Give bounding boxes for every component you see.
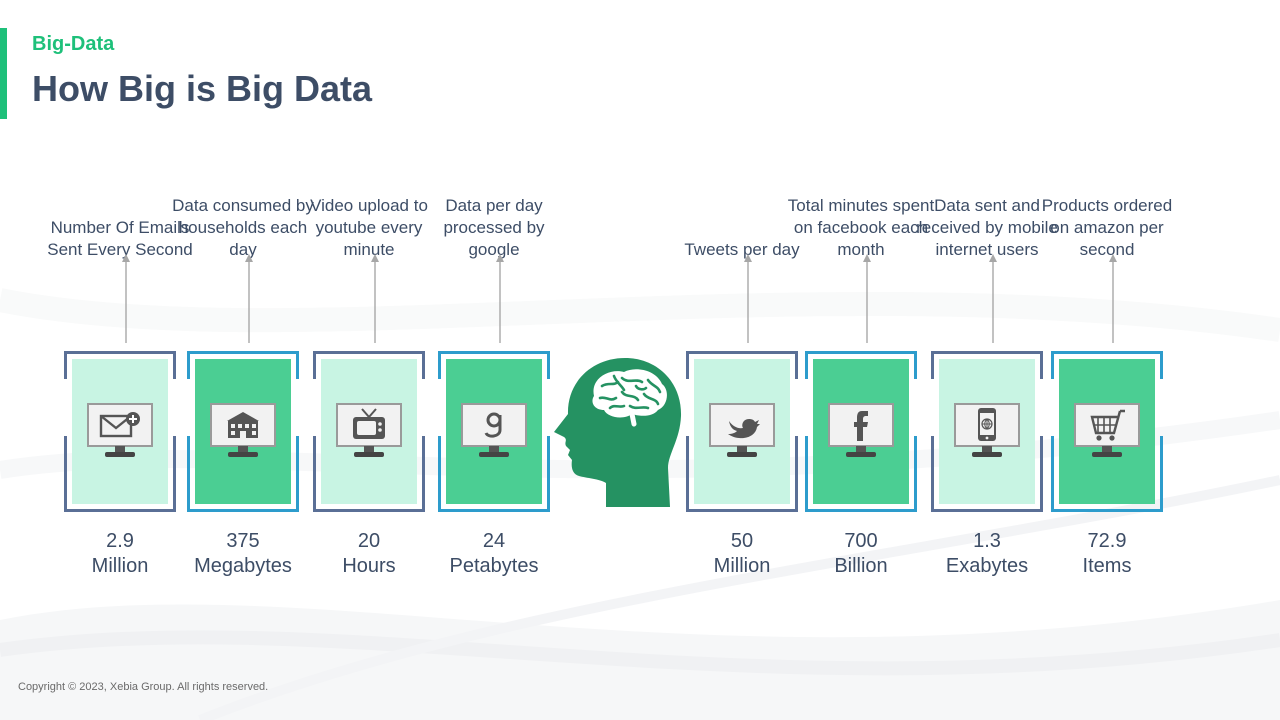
head-brain-icon (554, 358, 682, 507)
stat-number: 20 (357, 530, 381, 552)
stat-caption: Video upload to youtube every minute (310, 196, 428, 259)
stat-unit: Million (713, 555, 771, 577)
stat-value: 72.9 Items (1031, 529, 1183, 579)
stat-value: 2.9 Million (44, 529, 196, 579)
stat-number: 375 (226, 530, 260, 552)
stat-card-facebook: Total minutes spent on facebook each mon… (788, 196, 934, 577)
facebook-icon (828, 403, 894, 457)
house-icon (210, 403, 276, 457)
stat-card-google: Data per day processed by google 24 Peta… (438, 196, 550, 577)
stat-value: 50 Million (666, 529, 818, 579)
card-frame (438, 351, 550, 512)
stat-number: 1.3 (973, 530, 1001, 552)
stat-unit: Exabytes (945, 555, 1029, 577)
stat-value: 1.3 Exabytes (911, 529, 1063, 579)
stat-value: 24 Petabytes (418, 529, 570, 579)
stat-unit: Hours (342, 555, 396, 577)
stat-unit: Petabytes (449, 555, 539, 577)
twitter-bird-icon (709, 403, 775, 457)
stat-number: 2.9 (106, 530, 134, 552)
stat-caption: Number Of Emails Sent Every Second (47, 218, 193, 259)
stat-number: 72.9 (1087, 530, 1127, 552)
stat-caption: Data sent and received by mobile interne… (916, 196, 1058, 259)
stat-caption: Products ordered on amazon per second (1041, 196, 1173, 259)
stat-card-mobile: Data sent and received by mobile interne… (916, 196, 1058, 577)
arrow-up-icon (245, 254, 253, 343)
card-frame (313, 351, 425, 512)
arrow-up-icon (371, 254, 379, 343)
email-add-icon (87, 403, 153, 457)
stat-caption: Data consumed by households each day (172, 196, 314, 259)
stat-card-emails: Number Of Emails Sent Every Second 2.9 M… (47, 218, 193, 577)
stat-card-households: Data consumed by households each day 375… (172, 196, 314, 577)
stat-number: 24 (482, 530, 506, 552)
stat-unit: Items (1082, 555, 1132, 577)
card-frame (1051, 351, 1163, 512)
stat-unit: Billion (834, 555, 888, 577)
stat-caption: Data per day processed by google (443, 196, 545, 259)
tv-icon (336, 403, 402, 457)
arrow-up-icon (863, 254, 871, 343)
copyright-footer: Copyright © 2023, Xebia Group. All right… (18, 681, 269, 693)
page-title: How Big is Big Data (32, 68, 373, 109)
arrow-up-icon (744, 254, 752, 343)
mobile-globe-icon (954, 403, 1020, 457)
card-frame (805, 351, 917, 512)
stat-value: 700 Billion (785, 529, 937, 579)
accent-bar (0, 28, 7, 119)
stat-unit: Megabytes (194, 555, 292, 577)
card-frame (187, 351, 299, 512)
stat-number: 50 (730, 530, 754, 552)
card-frame (931, 351, 1043, 512)
stat-value: 20 Hours (293, 529, 445, 579)
arrow-up-icon (1109, 254, 1117, 343)
stat-card-youtube: Video upload to youtube every minute 20 … (310, 196, 428, 577)
stat-caption: Total minutes spent on facebook each mon… (787, 196, 935, 259)
arrow-up-icon (122, 254, 130, 343)
card-frame (686, 351, 798, 512)
arrow-up-icon (496, 254, 504, 343)
section-label: Big-Data (32, 33, 115, 55)
stat-number: 700 (844, 530, 878, 552)
stat-caption: Tweets per day (684, 240, 800, 259)
card-frame (64, 351, 176, 512)
stat-card-amazon: Products ordered on amazon per second 72… (1042, 196, 1172, 577)
stat-value: 375 Megabytes (167, 529, 319, 579)
stat-unit: Million (91, 555, 149, 577)
google-icon (461, 403, 527, 457)
stat-card-tweets: Tweets per day 50 Million (684, 240, 799, 577)
arrow-up-icon (989, 254, 997, 343)
shopping-cart-icon (1074, 403, 1140, 457)
